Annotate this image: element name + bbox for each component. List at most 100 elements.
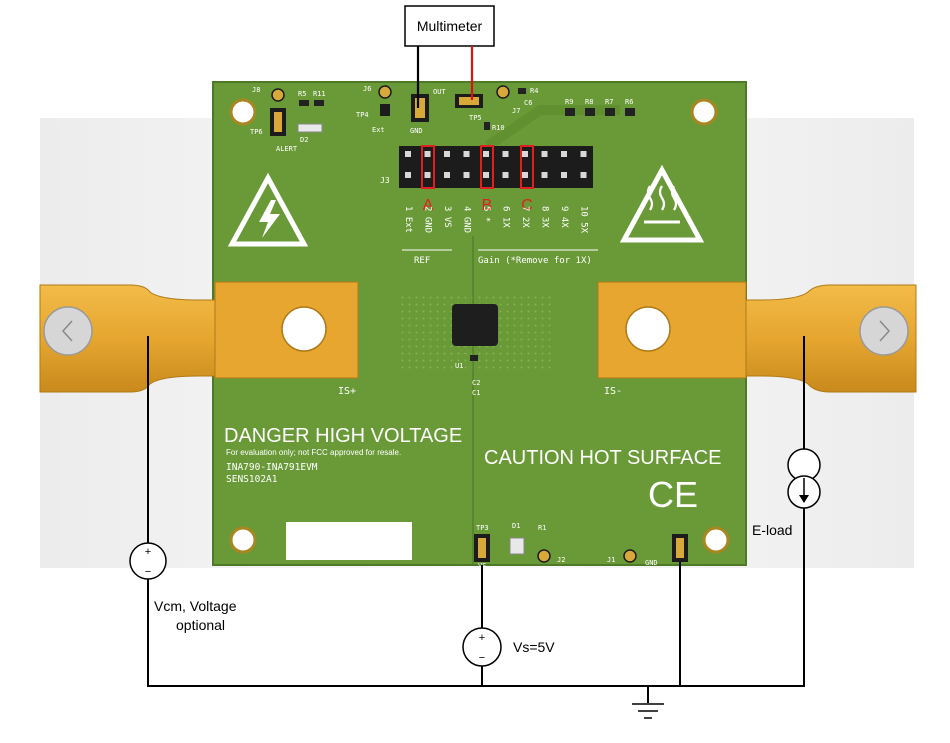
r10-part [484, 122, 490, 130]
header-pin [444, 172, 450, 178]
gnd-testpoint-pad [415, 98, 425, 118]
eload-source [787, 448, 821, 509]
wiring [147, 336, 805, 703]
svg-text:−: − [479, 652, 485, 664]
d1-led [509, 537, 525, 555]
danger-text: DANGER HIGH VOLTAGE [224, 425, 462, 447]
jumper-box-a [421, 145, 435, 189]
j2-pin [537, 549, 551, 563]
model-text: INA790-INA791EVM [226, 462, 318, 473]
header-pin [561, 172, 567, 178]
label-r7: R7 [605, 98, 613, 106]
busbar-right [597, 281, 917, 393]
mount-hole-br [702, 526, 730, 554]
header-pin [502, 172, 509, 178]
label-r10: R10 [492, 124, 505, 132]
header-pin [541, 172, 548, 178]
pin-label: 4 GND [462, 206, 472, 233]
fcc-note: For evaluation only; not FCC approved fo… [226, 448, 401, 457]
jumper-label-b: B [482, 197, 493, 214]
gnd-connector-pad [676, 538, 684, 558]
gain-resistors [565, 108, 635, 116]
label-u1: U1 [455, 362, 463, 370]
bolt-left [43, 306, 93, 356]
label-gnd: GND [410, 127, 423, 135]
label-j7: J7 [512, 107, 520, 115]
j6-pin [378, 85, 392, 99]
label-d2: D2 [300, 136, 308, 144]
jumper-box-c [520, 145, 534, 189]
eload-label: E-load [752, 522, 792, 538]
j1-pin [623, 549, 637, 563]
label-r11: R11 [313, 90, 326, 98]
vs-label: Vs=5V [513, 639, 555, 655]
ground-symbol [632, 703, 664, 719]
label-is-minus: IS- [604, 386, 622, 397]
label-r8: R8 [585, 98, 593, 106]
label-j1: J1 [607, 556, 615, 564]
vcm-source: + − [129, 542, 167, 580]
ce-mark: CE [648, 474, 698, 515]
tp4-part [380, 104, 390, 116]
is-plus-hole [281, 306, 327, 352]
label-j2: J2 [557, 556, 565, 564]
pin-label: 5 * [481, 206, 491, 222]
svg-text:−: − [145, 566, 151, 578]
gain-note: Gain (*Remove for 1X) [478, 256, 592, 266]
pin-label: 10 5X [579, 206, 589, 234]
pin-label: 2 GND [423, 206, 433, 233]
label-r1: R1 [538, 524, 546, 532]
jumper-label-a: A [423, 197, 434, 214]
label-c1: C1 [472, 389, 480, 397]
vcm-label-2: optional [176, 617, 225, 633]
header-pin [541, 151, 548, 157]
header-pin [580, 172, 587, 178]
c2-part [470, 355, 478, 361]
label-c2: C2 [472, 379, 480, 387]
label-r9: R9 [565, 98, 573, 106]
jumper-box-b [480, 145, 494, 189]
multimeter-label: Multimeter [417, 18, 483, 34]
tp6-connector [270, 108, 286, 136]
label-tp4: TP4 [356, 111, 369, 119]
bolt-right [859, 306, 909, 356]
blank-label-box [286, 522, 412, 560]
j8-pin [271, 88, 285, 102]
hot-surface-icon [619, 164, 705, 243]
jumper-label-c: C [521, 197, 533, 214]
r5-part [299, 100, 309, 106]
header-pin [580, 151, 587, 157]
label-d1: D1 [512, 522, 520, 530]
r4-part [518, 88, 526, 94]
multimeter-box [404, 5, 495, 47]
header-pin [502, 151, 509, 157]
caution-text: CAUTION HOT SURFACE [484, 447, 721, 469]
pin-label: 1 Ext [403, 206, 413, 233]
part-text: SENS102A1 [226, 474, 278, 485]
label-ext: Ext [372, 126, 385, 134]
svg-text:+: + [479, 632, 485, 644]
vcm-label-1: Vcm, Voltage [154, 598, 237, 614]
mount-hole-tr [690, 98, 718, 126]
ic-u1 [452, 304, 498, 346]
header-pin [561, 151, 567, 157]
header-j3 [399, 146, 593, 188]
is-minus-hole [625, 306, 671, 352]
label-tp3: TP3 [476, 524, 489, 532]
header-pin [424, 151, 431, 157]
r11-part [314, 100, 324, 106]
label-c6: C6 [524, 99, 532, 107]
label-j6: J6 [363, 85, 371, 93]
label-tp6: TP6 [250, 128, 263, 136]
svg-text:+: + [145, 546, 151, 558]
busbar-left [39, 281, 359, 393]
pin-label: 3 VS [442, 206, 452, 228]
tp3-pad [478, 538, 486, 558]
header-label: J3 [380, 176, 390, 185]
header-pins [405, 151, 587, 178]
header-pin [424, 172, 431, 178]
header-pin [405, 172, 411, 178]
label-gnd2: GND [645, 559, 658, 567]
j7-pin [496, 85, 510, 99]
